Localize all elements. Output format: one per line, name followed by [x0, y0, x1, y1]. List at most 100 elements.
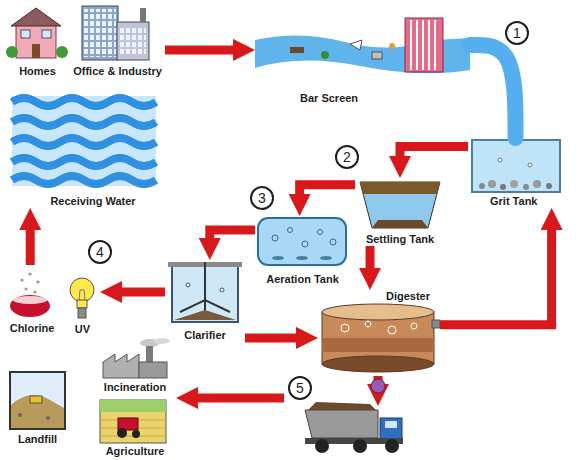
- stage-node: Aeration Tank: [255, 216, 350, 286]
- field-strip: [100, 400, 166, 412]
- lamp-bulb: [70, 278, 94, 302]
- sludge-layer: [174, 310, 236, 320]
- node-label: Bar Screen: [300, 92, 358, 105]
- chlorine-powder: [13, 296, 47, 304]
- receiving-water-icon: [12, 96, 156, 186]
- office-windows: [84, 9, 116, 57]
- waste-mound: [11, 395, 64, 428]
- grit-tank-icon: [472, 140, 560, 192]
- wave: [12, 118, 156, 126]
- flow-arrow: [122, 287, 165, 296]
- grit-pebble: [523, 184, 529, 190]
- node-label: Incineration: [104, 381, 166, 394]
- chlorine-dot: [33, 290, 36, 293]
- node-label: Aeration Tank: [266, 273, 339, 286]
- wheel: [385, 439, 399, 453]
- grit-particle: [498, 158, 502, 162]
- house-door: [32, 44, 40, 58]
- wave: [12, 158, 156, 166]
- flow-arrow: [366, 246, 375, 268]
- house-window: [42, 30, 51, 38]
- debris: [389, 43, 395, 49]
- sludge-band: [322, 338, 434, 352]
- house-window: [21, 30, 30, 38]
- node-label: UV: [75, 323, 90, 336]
- node-label: Chlorine: [10, 322, 55, 335]
- lamp-neck: [77, 300, 87, 308]
- stage-node: Receiving Water: [8, 92, 158, 208]
- uv-lamp-icon: [70, 278, 94, 318]
- tank-body: [360, 182, 440, 228]
- house-roof: [11, 8, 61, 26]
- scum-layer: [360, 182, 440, 194]
- grit-pebble: [488, 180, 496, 188]
- digester-icon: [322, 304, 440, 372]
- node-label: Office & Industry: [73, 65, 162, 78]
- dump-body: [305, 410, 378, 438]
- chlorine-dot: [24, 287, 27, 290]
- connector-group: [30, 45, 551, 338]
- floc: [186, 283, 190, 287]
- node-label: Clarifier: [184, 329, 226, 342]
- bush: [56, 46, 68, 58]
- settling-tank-icon: [360, 182, 440, 228]
- tractor-wheel: [132, 430, 140, 438]
- water-stream: [470, 45, 516, 138]
- waste-item: [18, 413, 22, 417]
- wheel: [353, 439, 367, 453]
- house-icon: [6, 8, 68, 58]
- smoke: [154, 338, 170, 344]
- chlorine-dish: [10, 295, 50, 317]
- chlorine-dot: [28, 272, 31, 275]
- grit-pebble: [533, 180, 541, 188]
- chlorine-dot: [36, 280, 39, 283]
- water-body: [12, 96, 156, 186]
- gas-bubble: [411, 323, 417, 329]
- office-block: [117, 22, 149, 60]
- node-label: Homes: [19, 65, 56, 78]
- air-bubble: [272, 235, 278, 241]
- debris: [290, 47, 304, 53]
- diffuser: [272, 256, 284, 260]
- stage-node: UV: [65, 268, 100, 336]
- outlet-pipe: [432, 320, 440, 328]
- house-wall: [16, 24, 56, 58]
- chlorine-dot: [20, 278, 23, 281]
- node-label: Grit Tank: [490, 195, 537, 208]
- wave: [12, 176, 156, 184]
- wave: [12, 98, 156, 106]
- stage-node: Bar Screen: [255, 18, 470, 105]
- office-windows: [120, 26, 146, 56]
- sludge-load: [308, 402, 376, 410]
- wave: [12, 138, 156, 146]
- screen-frame: [405, 18, 443, 72]
- bulldozer: [30, 396, 42, 403]
- stage-node: Settling Tank: [355, 178, 445, 246]
- node-label: Digester: [386, 290, 430, 303]
- wheel: [315, 439, 329, 453]
- debris: [350, 40, 362, 50]
- flow-arrow: [400, 146, 468, 156]
- tank-top: [322, 304, 434, 320]
- flow-arrow: [245, 333, 296, 342]
- node-label: Agriculture: [106, 445, 165, 458]
- stage-node: Incineration: [95, 338, 175, 394]
- sludge-layer: [372, 220, 428, 228]
- stage-node: Chlorine: [2, 265, 62, 335]
- field: [100, 400, 166, 443]
- stage-node: Agriculture: [95, 398, 175, 458]
- aeration-tank-icon: [258, 218, 346, 265]
- landfill-icon: [10, 372, 65, 429]
- flow-arrow: [440, 230, 552, 325]
- tank-bottom: [322, 356, 434, 372]
- flow-arrow: [300, 185, 355, 194]
- stage-node: Landfill: [5, 368, 70, 446]
- grit-pebble: [546, 183, 552, 189]
- floc: [220, 288, 224, 292]
- callout-number: 5: [288, 376, 312, 400]
- air-bubble: [302, 241, 308, 247]
- node-label: Settling Tank: [366, 233, 434, 246]
- lamp-filament: [79, 290, 85, 300]
